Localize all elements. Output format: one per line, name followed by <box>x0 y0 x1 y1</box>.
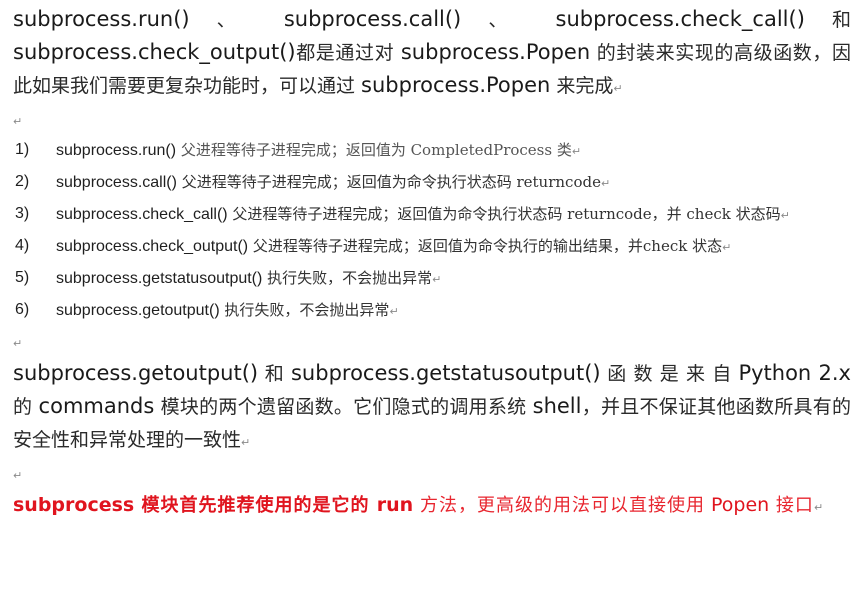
list-item: 5) subprocess.getstatusoutput() 执行失败，不会抛… <box>13 263 851 295</box>
list-item-desc: 父进程等待子进程完成；返回值为 CompletedProcess 类 <box>176 141 572 159</box>
list-item-desc: 执行失败，不会抛出异常 <box>262 269 433 287</box>
list-item: 3) subprocess.check_call() 父进程等待子进程完成；返回… <box>13 199 851 231</box>
legacy-code-getoutput: subprocess.getoutput() <box>13 361 259 385</box>
recommendation-bold-text: 模块首先推荐使用的是它的 <box>134 495 377 516</box>
list-item-code: subprocess.getoutput() <box>56 302 220 319</box>
legacy-python-version: Python 2.x <box>738 361 851 385</box>
intro-text: 的封装来实现的高级函数，因此如果我们需要更复杂功能时，可以通过 <box>13 42 852 97</box>
paragraph-mark-icon: ↵ <box>813 501 824 514</box>
list-number: 3) <box>15 205 30 222</box>
intro-code-call: subprocess.call() <box>283 7 462 31</box>
recommendation-paragraph: subprocess 模块首先推荐使用的是它的 run 方法，更高级的用法可以直… <box>13 489 851 524</box>
list-number: 4) <box>15 237 30 254</box>
paragraph-mark-icon: ↵ <box>13 337 23 350</box>
intro-code-popen: subprocess.Popen <box>361 73 551 97</box>
paragraph-mark-icon: ↵ <box>571 145 582 158</box>
legacy-commands-module: commands <box>38 394 155 418</box>
list-number: 6) <box>15 301 30 318</box>
intro-conjunction: 和 <box>804 9 851 31</box>
list-item-code: subprocess.call() <box>56 174 177 191</box>
empty-paragraph: ↵ <box>13 105 851 135</box>
empty-paragraph: ↵ <box>13 327 851 357</box>
list-item: 1) subprocess.run() 父进程等待子进程完成；返回值为 Comp… <box>13 135 851 167</box>
legacy-text: 和 <box>258 363 291 385</box>
recommendation-text: 接口 <box>769 495 814 516</box>
list-item: 4) subprocess.check_output() 父进程等待子进程完成；… <box>13 231 851 263</box>
legacy-text: ，并且不保证其他函数所具有的安全性和异常处理的一致性 <box>13 396 851 451</box>
list-item-desc: 父进程等待子进程完成；返回值为命令执行的输出结果，并check 状态 <box>248 237 723 255</box>
paragraph-mark-icon: ↵ <box>389 305 399 318</box>
paragraph-mark-icon: ↵ <box>13 115 23 128</box>
paragraph-mark-icon: ↵ <box>241 436 251 449</box>
intro-code-check-call: subprocess.check_call() <box>555 7 805 31</box>
intro-text: 来完成 <box>550 75 614 97</box>
list-item: 2) subprocess.call() 父进程等待子进程完成；返回值为命令执行… <box>13 167 851 199</box>
legacy-functions-paragraph: subprocess.getoutput() 和 subprocess.gets… <box>13 357 851 459</box>
list-item-code: subprocess.check_call() <box>56 206 228 223</box>
list-item-code: subprocess.check_output() <box>56 238 249 255</box>
list-item-desc: 父进程等待子进程完成；返回值为命令执行状态码 returncode <box>176 173 601 191</box>
document-page: subprocess.run() 、 subprocess.call() 、 s… <box>13 0 851 524</box>
intro-paragraph: subprocess.run() 、 subprocess.call() 、 s… <box>13 3 851 105</box>
list-number: 2) <box>15 173 30 190</box>
intro-code-check-output: subprocess.check_output() <box>13 40 296 64</box>
paragraph-mark-icon: ↵ <box>613 82 623 95</box>
intro-code-run: subprocess.run() <box>13 7 190 31</box>
paragraph-mark-icon: ↵ <box>432 273 442 286</box>
list-item-desc: 执行失败，不会抛出异常 <box>219 301 390 319</box>
recommendation-text: 方法，更高级的用法可以直接使用 <box>413 495 705 516</box>
intro-text: 都是通过对 <box>295 42 401 64</box>
paragraph-mark-icon: ↵ <box>13 469 23 482</box>
legacy-code-getstatusoutput: subprocess.getstatusoutput() <box>290 361 601 385</box>
function-list: 1) subprocess.run() 父进程等待子进程完成；返回值为 Comp… <box>13 135 851 327</box>
recommendation-bold-code: subprocess <box>13 494 135 516</box>
intro-separator: 、 <box>461 9 556 31</box>
legacy-text: 的 <box>13 396 39 418</box>
legacy-shell: shell <box>532 394 582 418</box>
paragraph-mark-icon: ↵ <box>780 209 790 222</box>
intro-separator: 、 <box>189 9 284 31</box>
list-item-code: subprocess.run() <box>56 142 177 159</box>
empty-paragraph: ↵ <box>13 459 851 489</box>
list-item: 6) subprocess.getoutput() 执行失败，不会抛出异常↵ <box>13 295 851 327</box>
legacy-text: 模块的两个遗留函数。它们隐式的调用系统 <box>154 396 533 418</box>
list-number: 5) <box>15 269 30 286</box>
recommendation-bold-run: run <box>376 494 414 516</box>
recommendation-popen: Popen <box>711 494 770 516</box>
list-item-desc: 父进程等待子进程完成；返回值为命令执行状态码 returncode，并 chec… <box>227 205 781 223</box>
list-number: 1) <box>15 141 30 158</box>
intro-code-popen: subprocess.Popen <box>400 40 591 64</box>
paragraph-mark-icon: ↵ <box>600 177 611 190</box>
list-item-code: subprocess.getstatusoutput() <box>56 270 263 287</box>
legacy-text: 函 数 是 来 自 <box>600 363 739 385</box>
paragraph-mark-icon: ↵ <box>722 241 732 254</box>
